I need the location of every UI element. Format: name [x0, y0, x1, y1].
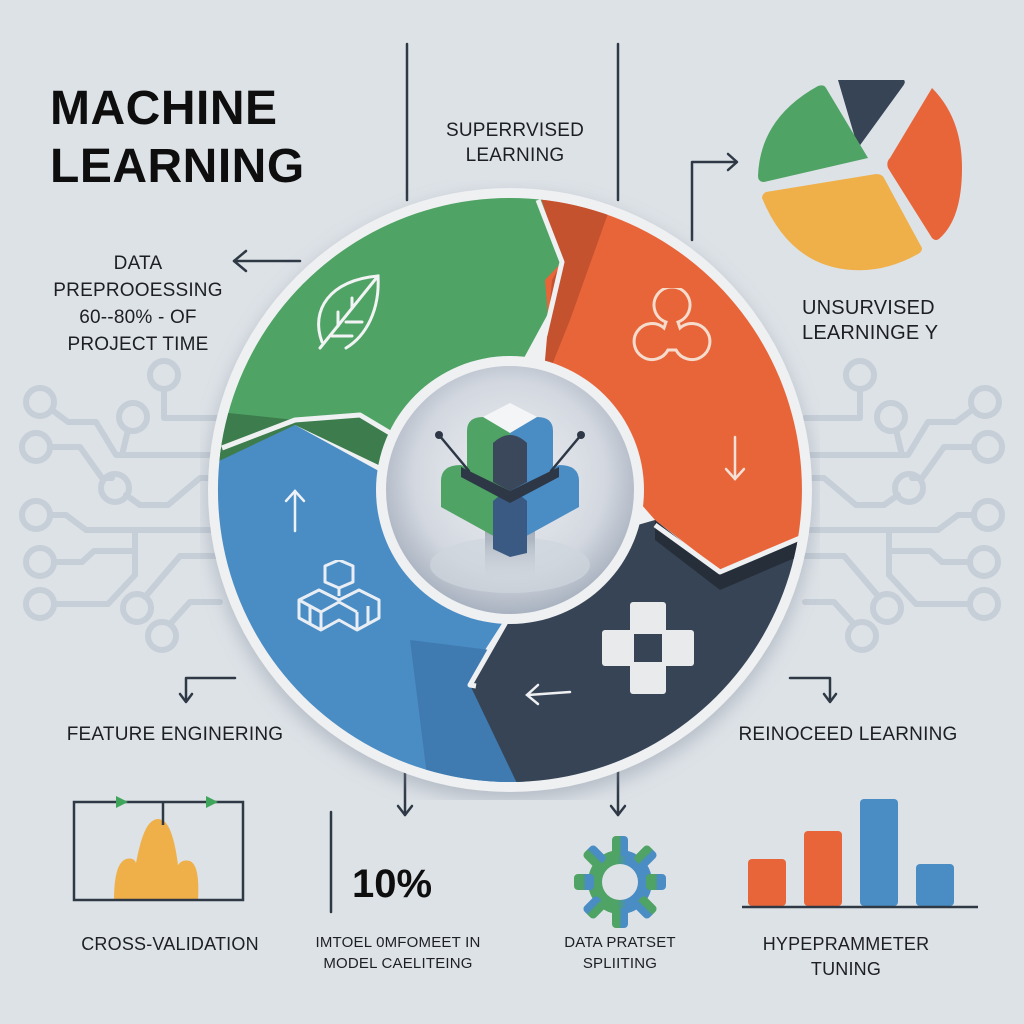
label-line: SUPERRVISED — [445, 120, 585, 141]
label-model-improvement: IMTOEL 0MFOMEET IN MODEL CAELITEING — [298, 932, 498, 974]
pie-slice-navy — [838, 80, 905, 148]
cross-validation-icon — [72, 796, 245, 902]
label-reinforced-learning: REINOCEED LEARNING — [738, 724, 958, 745]
label-line: SPLIITING — [582, 955, 658, 972]
label-line: PREPROOESSING — [53, 280, 223, 301]
bar-4 — [916, 864, 954, 906]
bar-1 — [748, 859, 786, 906]
pie-slice-orange — [887, 88, 962, 240]
label-line: LEARNING — [465, 145, 565, 166]
label-data-preprocessing: DATA PREPROOESSING 60--80% - OF PROJECT … — [38, 250, 238, 358]
label-line: DATA PRATSET — [564, 934, 676, 951]
label-hyperparameter-tuning: HYPEPRAMMETER TUNING — [762, 934, 930, 979]
arrow-up-icon — [284, 489, 306, 533]
pie-slice-green — [758, 85, 868, 182]
label-supervised-learning: SUPERRVISED LEARNING — [420, 118, 610, 168]
network-nodes-icon — [632, 288, 712, 361]
label-cross-validation: CROSS-VALIDATION — [81, 934, 259, 954]
gear-icon — [574, 836, 666, 928]
label-line: PROJECT TIME — [67, 334, 209, 355]
pie-slice-yellow — [762, 174, 922, 271]
pie-chart — [758, 80, 962, 271]
arrow-down-icon — [724, 435, 746, 481]
arrow-left-icon — [525, 683, 572, 706]
label-line: MODEL CAELITEING — [323, 955, 473, 972]
title-line-2: LEARNING — [50, 140, 305, 193]
label-line: LEARNINGE Y — [802, 322, 939, 344]
ml-cube-icon — [430, 403, 590, 593]
page-title: MACHINE LEARNING — [50, 80, 410, 196]
label-line: IMTOEL 0MFOMEET IN — [315, 934, 481, 951]
blocks-icon — [297, 560, 381, 632]
label-line: DATA — [113, 253, 163, 274]
label-line: 60--80% - OF — [79, 307, 197, 328]
label-unsupervised-learning: UNSURVISED LEARNINGE Y — [802, 296, 962, 346]
label-line: UNSURVISED — [802, 297, 935, 319]
label-feature-engineering: FEATURE ENGINERING — [66, 724, 284, 745]
leaf-icon — [317, 274, 380, 350]
title-line-1: MACHINE — [50, 82, 278, 135]
bar-chart — [742, 799, 978, 909]
label-data-splitting: DATA PRATSET SPLIITING — [540, 932, 700, 974]
bar-2 — [804, 831, 842, 906]
stat-value: 10% — [352, 862, 433, 906]
gamepad-dpad-icon — [602, 602, 694, 694]
bar-3 — [860, 799, 898, 906]
